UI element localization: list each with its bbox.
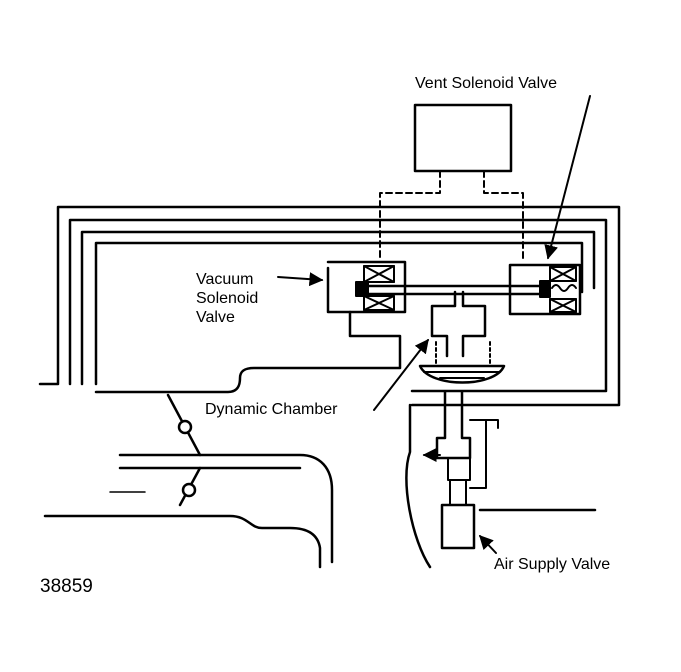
air-label-arrow bbox=[479, 534, 497, 554]
air-supply-valve-label: Air Supply Valve bbox=[494, 556, 611, 573]
duct-wall-left bbox=[405, 403, 432, 569]
linkage-pivot-upper bbox=[177, 419, 193, 435]
outer-hose-lines bbox=[38, 205, 621, 407]
solenoid-rod bbox=[366, 284, 547, 296]
vacuum-solenoid-coil bbox=[355, 265, 395, 311]
air-supply-valve-body bbox=[440, 503, 476, 550]
figure-number: 38859 bbox=[40, 576, 93, 597]
throttle-bore bbox=[43, 514, 322, 569]
vent-solenoid-valve-label: Vent Solenoid Valve bbox=[415, 75, 558, 92]
dynamic-chamber-body bbox=[430, 290, 487, 358]
vacuum-label-arrow bbox=[277, 272, 324, 287]
air-supply-valve-housing bbox=[435, 390, 472, 460]
linkage-pivot-lower bbox=[181, 482, 197, 498]
vacuum-label-line-1: Vacuum bbox=[196, 271, 254, 288]
vent-label-arrow bbox=[544, 95, 591, 260]
vent-solenoid-valve-body bbox=[508, 263, 582, 316]
air-supply-valve-neck bbox=[449, 479, 467, 506]
dynamic-label-arrow bbox=[373, 338, 429, 411]
vacuum-label-line-3: Valve bbox=[196, 309, 235, 326]
diaphragm bbox=[423, 371, 501, 379]
dynamic-chamber-label: Dynamic Chamber bbox=[205, 401, 338, 418]
chamber-spring bbox=[435, 341, 491, 365]
vacuum-label-line-2: Solenoid bbox=[196, 290, 259, 307]
air-passage bbox=[469, 419, 499, 489]
throttle-shaft bbox=[118, 453, 334, 564]
manifold-outline bbox=[94, 266, 402, 394]
dynamic-chamber-bowl bbox=[418, 364, 506, 384]
control-unit-box bbox=[413, 103, 513, 173]
dashed-signal-lines bbox=[379, 170, 524, 261]
vent-solenoid-coil bbox=[539, 266, 577, 313]
vacuum-solenoid-valve-label: Vacuum Solenoid Valve bbox=[196, 270, 258, 327]
air-supply-valve-stem bbox=[447, 457, 471, 481]
